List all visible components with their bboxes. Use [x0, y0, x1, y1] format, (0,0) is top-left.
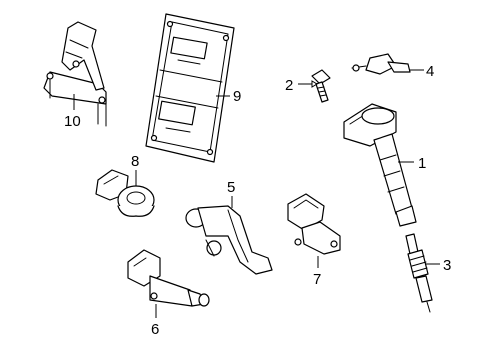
part-9-engine-control-module[interactable]: [145, 13, 235, 163]
callout-9: 9: [233, 88, 241, 105]
callout-1: 1: [418, 155, 426, 172]
callout-6: 6: [151, 321, 159, 338]
callout-8: 8: [131, 153, 139, 170]
part-3-spark-plug[interactable]: [405, 233, 433, 313]
callout-10: 10: [64, 113, 81, 130]
part-10-bracket[interactable]: [43, 21, 107, 127]
part-8-knock-sensor[interactable]: [95, 169, 155, 217]
part-2-bolt[interactable]: [311, 69, 331, 103]
callout-4: 4: [426, 63, 434, 80]
callout-3: 3: [443, 257, 451, 274]
part-1-ignition-coil[interactable]: [343, 103, 417, 227]
part-4-sensor[interactable]: [351, 53, 411, 75]
callout-5: 5: [227, 179, 235, 196]
callout-2: 2: [285, 77, 293, 94]
part-5-position-sensor[interactable]: [185, 205, 273, 275]
callout-7: 7: [313, 271, 321, 288]
part-7-map-sensor[interactable]: [287, 193, 341, 255]
part-6-speed-sensor[interactable]: [127, 249, 210, 307]
